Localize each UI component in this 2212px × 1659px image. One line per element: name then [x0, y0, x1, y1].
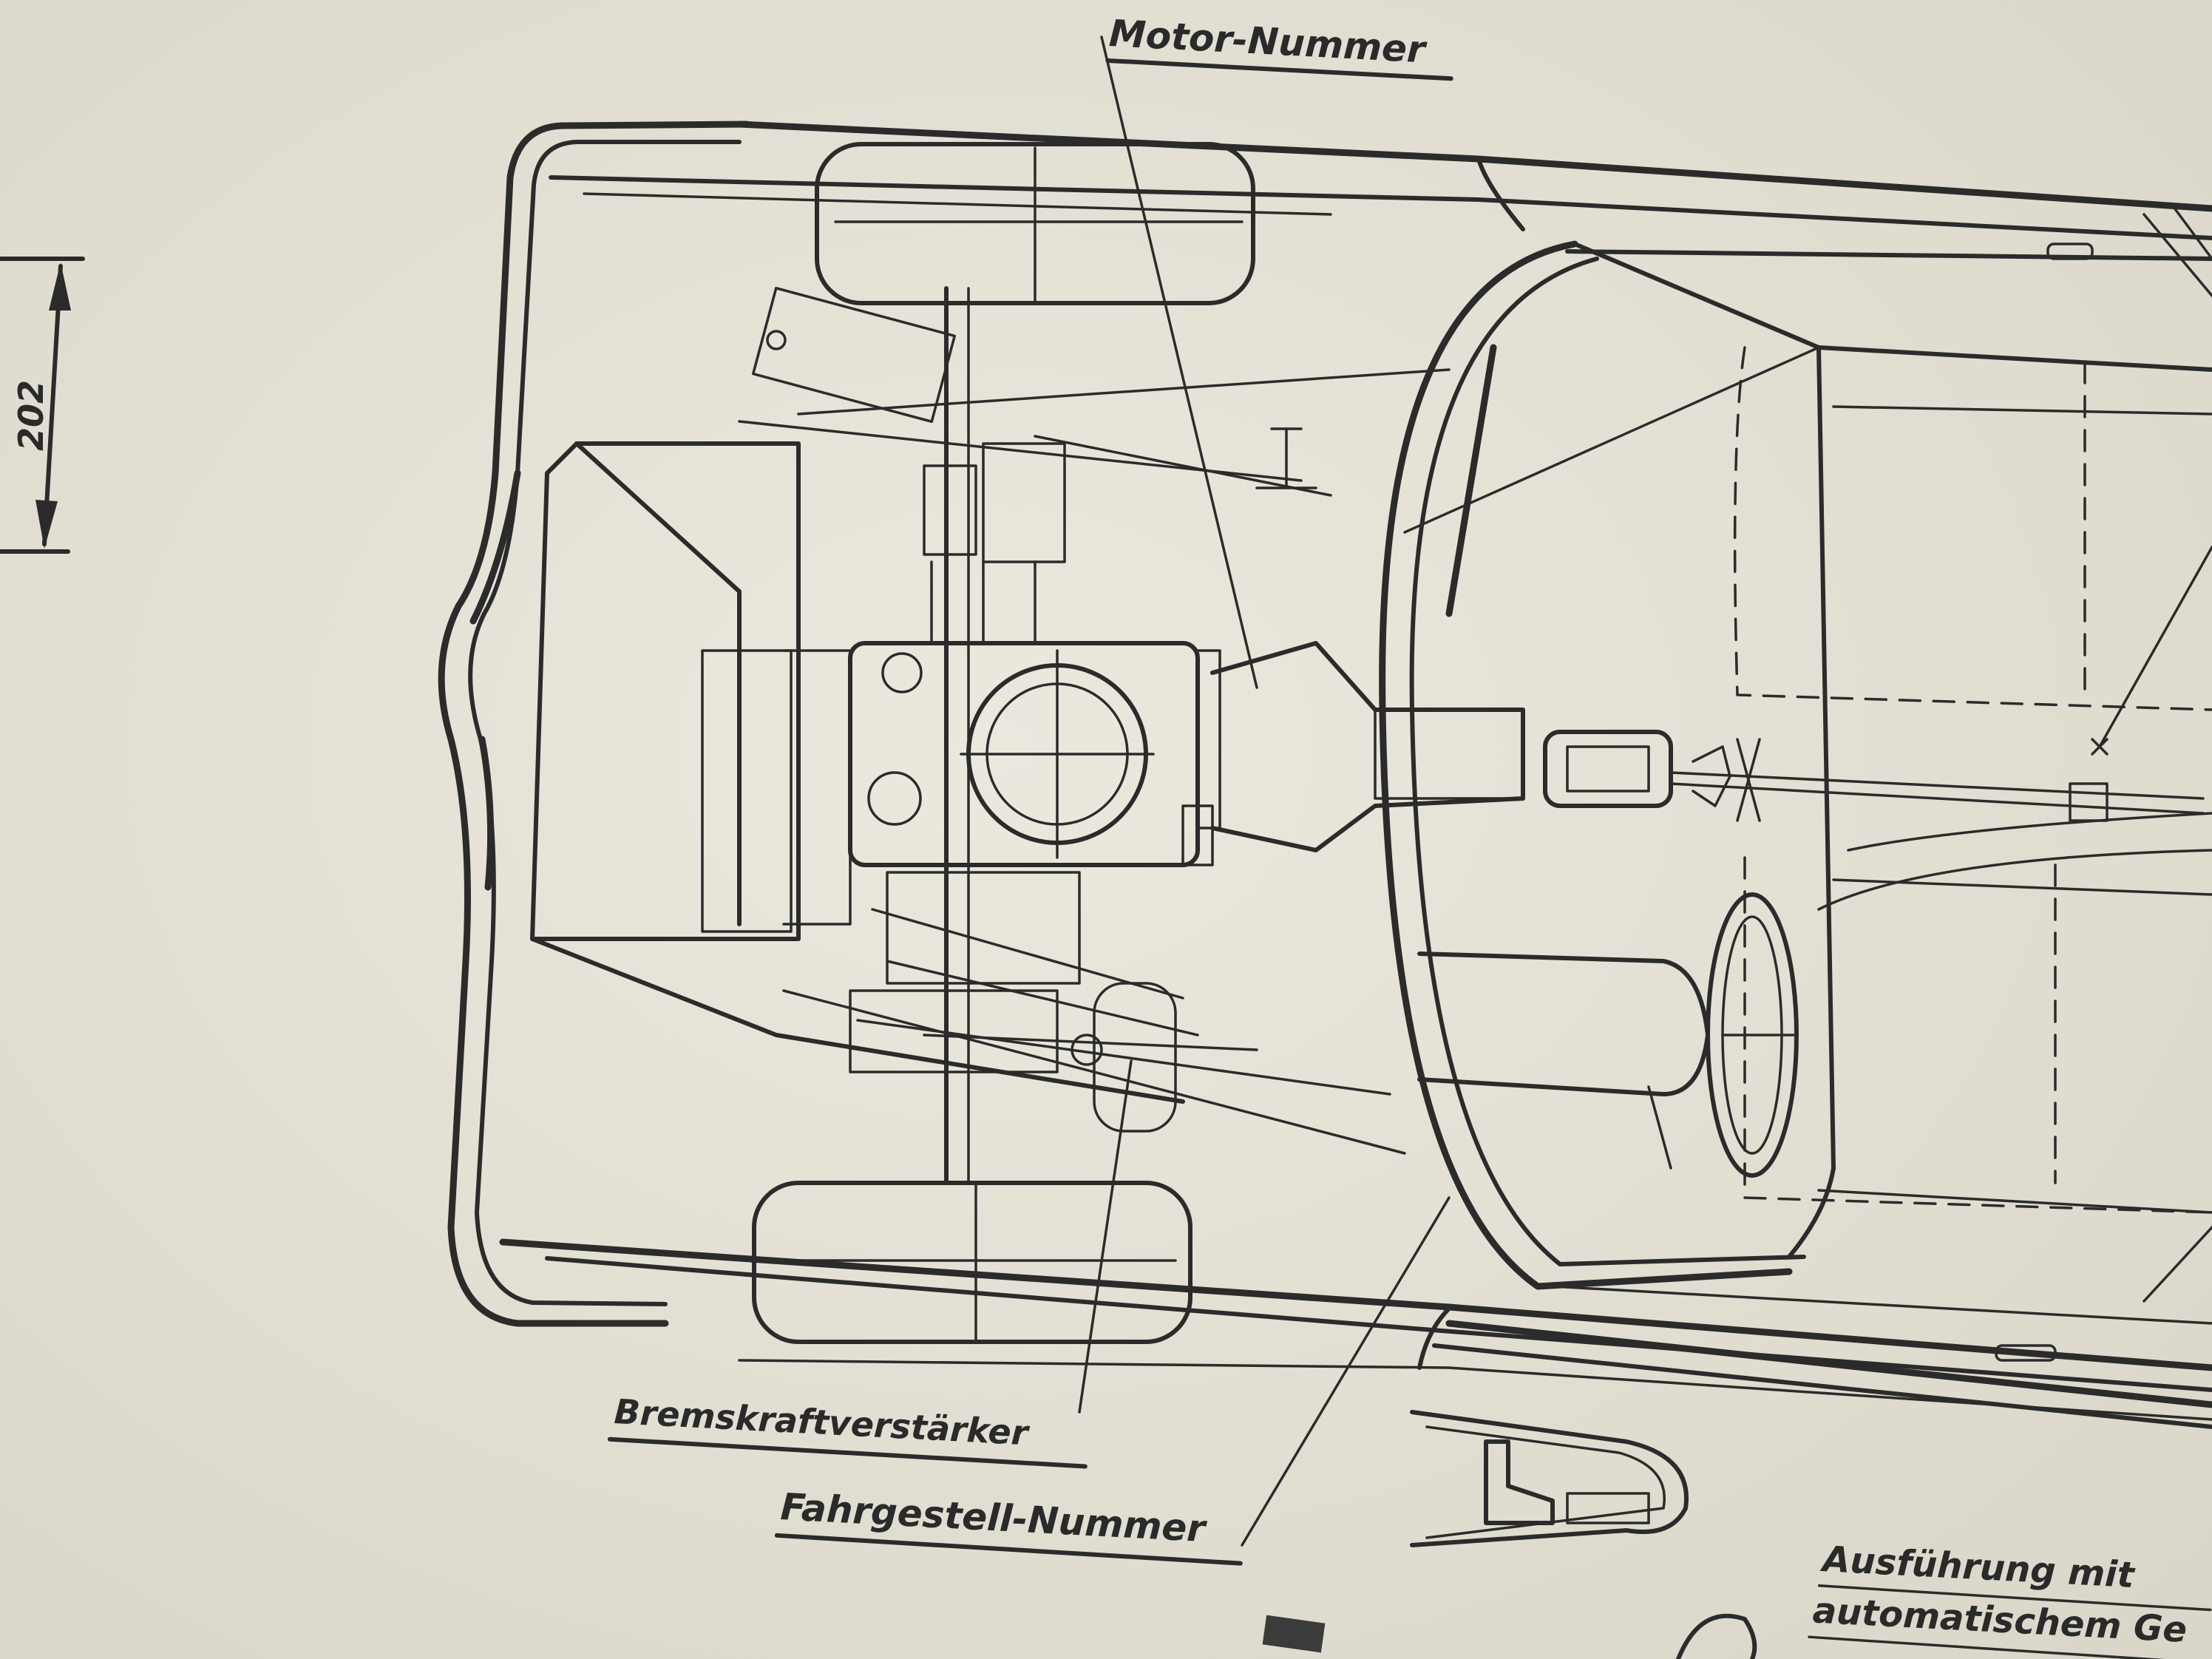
front-wheel-top [815, 142, 1255, 305]
dimension-marker [0, 257, 85, 554]
car-body-outline [438, 121, 2212, 1429]
bumper-strips [469, 469, 521, 891]
steering-wheel [1417, 892, 1799, 1178]
passenger-compartment [1379, 206, 2212, 1362]
leader-lines [1078, 35, 1451, 1547]
transmission-tunnel [1210, 641, 2205, 852]
inset-detail [1410, 1410, 1689, 1547]
dimension-text: 202 [11, 380, 51, 451]
small-mark [1262, 1615, 1326, 1653]
engine-bay [530, 286, 1185, 1104]
front-axle-linkage [738, 286, 1451, 1185]
emblem-fragment [1676, 1613, 1757, 1659]
front-wheel-bottom [752, 1181, 1192, 1344]
